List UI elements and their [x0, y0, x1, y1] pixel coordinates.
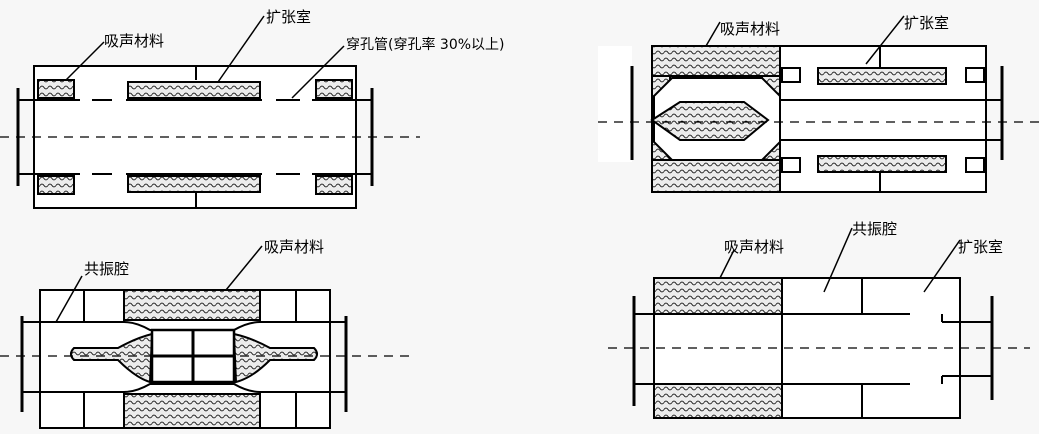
label-absorbing-material-4: 吸声材料	[724, 238, 785, 256]
label-resonant-cavity-2: 共振腔	[852, 220, 898, 238]
label-expansion-chamber-3: 扩张室	[958, 238, 1004, 256]
label-absorbing-material-3: 吸声材料	[264, 238, 325, 256]
diagram-combined	[632, 227, 994, 419]
diagram-resonator-expansion	[598, 15, 1004, 193]
label-absorbing-material-2: 吸声材料	[720, 20, 781, 38]
diagram-expansion-perforated	[16, 15, 374, 209]
label-perforated-tube: 穿孔管(穿孔率 30%以上)	[346, 37, 505, 53]
diagram-resonant-cavity	[20, 245, 348, 429]
label-expansion-chamber-1: 扩张室	[266, 8, 312, 26]
label-resonant-cavity-1: 共振腔	[84, 260, 130, 278]
label-absorbing-material-1: 吸声材料	[104, 32, 165, 50]
label-expansion-chamber-2: 扩张室	[904, 14, 950, 32]
